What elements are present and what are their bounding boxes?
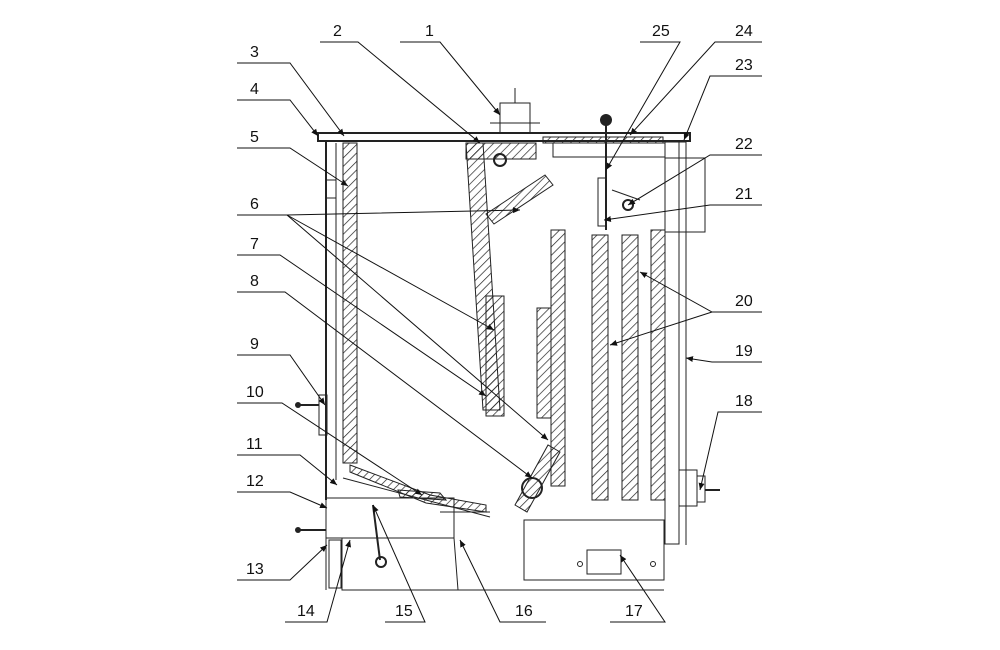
callout-20: 20 <box>735 293 753 310</box>
callout-24: 24 <box>735 23 753 40</box>
callout-18: 18 <box>735 393 753 410</box>
leader-15 <box>372 504 426 623</box>
leader-6c <box>286 214 549 441</box>
deflector-plate <box>485 174 554 225</box>
callout-4: 4 <box>250 81 259 98</box>
callout-23: 23 <box>735 57 753 74</box>
heat-exchanger-tube-3 <box>650 229 666 501</box>
callout-1: 1 <box>425 23 434 40</box>
callout-11: 11 <box>246 436 263 453</box>
leader-12 <box>237 491 328 509</box>
chamber-baffle <box>536 307 552 419</box>
lever-knob <box>600 114 612 126</box>
leader-2 <box>320 41 481 144</box>
base <box>341 538 458 591</box>
heat-exchanger-tube-2 <box>621 234 639 501</box>
callout-17: 17 <box>625 603 643 620</box>
leader-24 <box>629 41 762 136</box>
callout-8: 8 <box>250 273 259 290</box>
callout-2: 2 <box>333 23 342 40</box>
callout-6: 6 <box>250 196 259 213</box>
leader-16 <box>459 539 546 623</box>
cleaning-opening <box>586 549 622 575</box>
heat-exchanger-tube-1 <box>591 234 609 501</box>
callout-16: 16 <box>515 603 533 620</box>
callout-5: 5 <box>250 129 259 146</box>
callout-22: 22 <box>735 136 753 153</box>
callout-3: 3 <box>250 44 259 61</box>
callout-9: 9 <box>250 336 259 353</box>
sloped-grate <box>349 464 487 513</box>
upper-door-hinge <box>325 179 337 199</box>
boiler-body <box>295 88 720 591</box>
leader-20b <box>609 311 713 346</box>
ash-door-frame <box>328 539 342 589</box>
top-insulation <box>542 136 664 144</box>
leader-14 <box>285 539 351 623</box>
callout-12: 12 <box>246 473 264 490</box>
callout-numbers: 1 2 3 4 5 6 7 8 9 10 11 12 13 14 15 16 1… <box>246 23 753 620</box>
outer-right-casing <box>664 141 680 545</box>
drain-valve <box>375 556 387 568</box>
leader-lines <box>237 41 762 623</box>
leader-5 <box>237 147 349 187</box>
leader-6b <box>286 214 495 331</box>
callout-21: 21 <box>735 186 753 203</box>
return-pipe <box>678 469 698 507</box>
leader-9 <box>237 354 326 406</box>
air-pipe-top <box>493 153 507 167</box>
callout-25: 25 <box>652 23 670 40</box>
leader-10 <box>237 402 423 496</box>
leader-3 <box>237 62 345 137</box>
leader-21 <box>603 204 762 222</box>
callout-15: 15 <box>395 603 413 620</box>
callout-10: 10 <box>246 384 264 401</box>
leader-13 <box>237 544 328 581</box>
bottom-water-block <box>523 519 665 581</box>
flue-outlet <box>499 102 531 134</box>
leader-7 <box>237 254 487 397</box>
leader-17 <box>610 554 666 623</box>
upper-door <box>318 394 328 436</box>
leader-4 <box>237 99 319 137</box>
leader-22 <box>627 154 762 206</box>
middle-plate <box>485 295 505 417</box>
callout-19: 19 <box>735 343 753 360</box>
callout-13: 13 <box>246 561 264 578</box>
flue-box <box>665 157 706 233</box>
hopper-top-block <box>465 142 537 160</box>
callout-7: 7 <box>250 236 259 253</box>
leader-23 <box>683 75 762 141</box>
leader-25 <box>605 41 681 171</box>
top-water-channel <box>552 142 666 158</box>
flap <box>597 177 607 227</box>
leader-8 <box>237 291 533 479</box>
leader-19 <box>685 356 762 363</box>
leader-18 <box>698 411 762 491</box>
leader-1 <box>400 41 501 116</box>
leader-11 <box>237 454 338 486</box>
callout-14: 14 <box>297 603 315 620</box>
